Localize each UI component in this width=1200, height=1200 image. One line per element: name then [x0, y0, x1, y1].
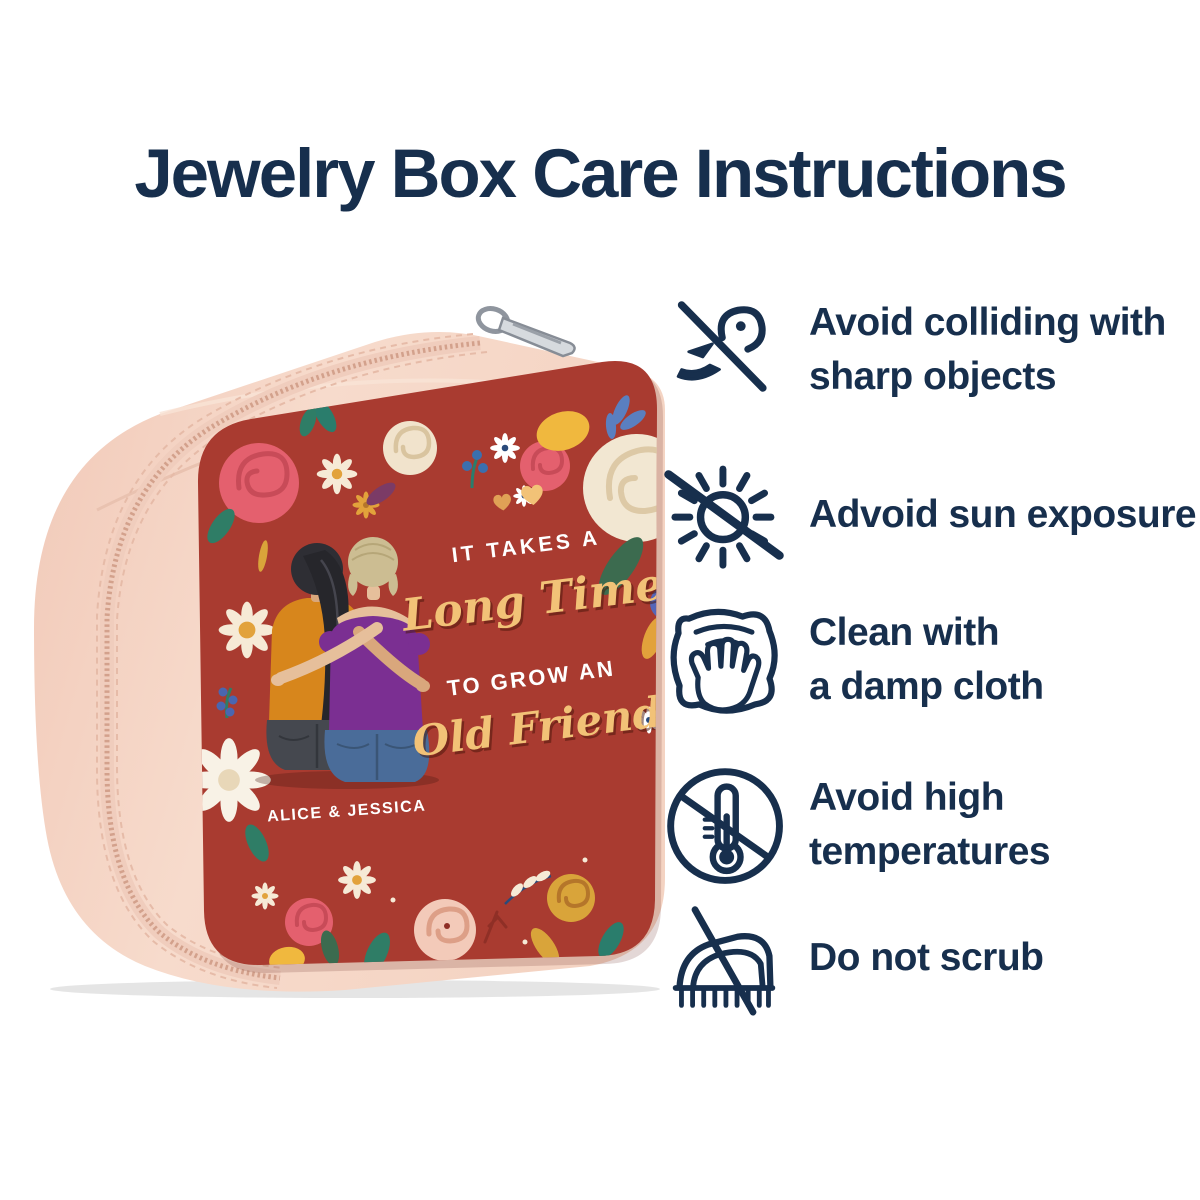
instruction-label: Do not scrub — [809, 936, 1044, 980]
women-illustration — [255, 537, 439, 789]
care-instruction-row: Avoid high temperatures — [655, 758, 1051, 892]
jewelry-box-svg: IT TAKES A Long Time Long Time TO GROW A… — [34, 306, 665, 998]
care-instruction-row: Clean with a damp cloth — [655, 594, 1044, 726]
no-sharp-objects-icon — [676, 301, 767, 392]
box-front-panel — [197, 360, 657, 966]
zipper — [96, 333, 488, 989]
damp-cloth-icon — [670, 608, 778, 714]
instruction-label: Clean with a damp cloth — [809, 611, 1044, 708]
care-instruction-row: Avoid colliding with sharp objects — [655, 292, 1166, 408]
floral-decoration — [197, 395, 657, 966]
zipper-pull-icon — [475, 306, 576, 358]
care-instruction-row: Advoid sun exposure — [655, 450, 1197, 580]
no-sun-exposure-icon — [664, 465, 784, 569]
jewelry-box-illustration: IT TAKES A Long Time Long Time TO GROW A… — [25, 298, 670, 998]
instruction-label: Avoid high temperatures — [809, 776, 1051, 873]
instruction-label: Avoid colliding with sharp objects — [809, 301, 1166, 398]
no-scrub-icon — [672, 906, 776, 1016]
no-high-temperature-icon — [667, 768, 783, 884]
care-instruction-row: Do not scrub — [655, 900, 1044, 1016]
instruction-label: Advoid sun exposure — [809, 493, 1197, 537]
page-title: Jewelry Box Care Instructions — [134, 135, 1067, 212]
